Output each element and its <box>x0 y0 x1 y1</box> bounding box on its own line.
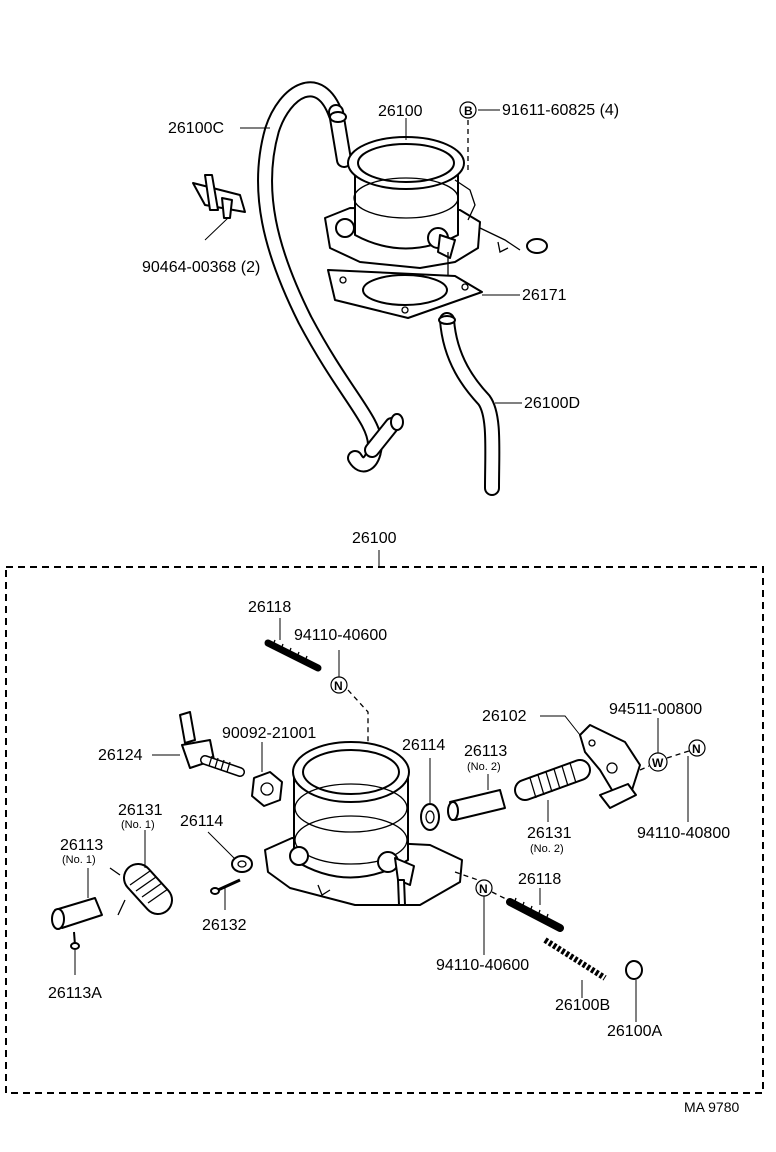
label-collar-no1-sub: (No. 1) <box>62 854 96 866</box>
screw-26132 <box>210 878 241 910</box>
label-pin: 26113A <box>48 985 102 1002</box>
label-washer-upper: 26114 <box>402 737 445 754</box>
label-hose-c: 26100C <box>168 120 224 137</box>
label-screw-top: 26118 <box>248 599 291 616</box>
label-washer-lower: 26114 <box>180 813 223 830</box>
collar-26113-no1 <box>51 868 103 930</box>
label-spring-no1-sub: (No. 1) <box>121 819 155 831</box>
hose-26100d <box>438 312 501 496</box>
spring-26131-no1 <box>109 830 173 916</box>
label-spring-no2: 26131 <box>527 825 572 842</box>
label-spring-no2-sub: (No. 2) <box>530 843 564 855</box>
label-chain: 26100B <box>555 997 610 1014</box>
label-nut-bottom: 94110-40600 <box>436 957 529 974</box>
label-assembly: 26100 <box>352 530 397 547</box>
washer-w-symbol: W <box>652 756 664 770</box>
label-throttle-body: 26100 <box>378 103 423 120</box>
sensor-26124 <box>152 711 245 777</box>
bolt-symbol: B <box>464 104 473 118</box>
label-nut-sensor: 90092-21001 <box>222 725 316 742</box>
lever-26102 <box>540 715 641 809</box>
label-nut-right: 94110-40800 <box>637 825 730 842</box>
label-collar-no2: 26113 <box>464 743 507 760</box>
collar-26113-no2 <box>447 774 506 821</box>
label-spring-no1: 26131 <box>118 802 163 819</box>
label-screw-bottom: 26118 <box>518 871 561 888</box>
bolt-symbol-circle <box>459 101 477 119</box>
label-clamp: 90464-00368 (2) <box>142 259 260 276</box>
nut-bottom-symbol: N <box>479 882 488 896</box>
label-hose-d: 26100D <box>524 395 580 412</box>
label-washer-w: 94511-00800 <box>609 701 702 718</box>
washer-26114-lower <box>207 831 253 873</box>
spring-26131-no2 <box>514 759 591 822</box>
throttle-body-upper <box>324 136 548 285</box>
label-collar-no1: 26113 <box>60 837 103 854</box>
label-gasket: 26171 <box>522 287 567 304</box>
label-bolt: 91611-60825 (4) <box>502 102 619 119</box>
pin-26113a <box>70 931 80 975</box>
clamp-upper <box>192 174 246 241</box>
nut-top-symbol: N <box>334 679 343 693</box>
label-nut-top: 94110-40600 <box>294 627 387 644</box>
label-lever: 26102 <box>482 708 527 725</box>
exploded-view-frame <box>5 566 764 1094</box>
chain-26100b <box>543 937 607 998</box>
label-cap: 26100A <box>607 1023 662 1040</box>
screw-26118-top <box>264 618 322 672</box>
throttle-body-lower <box>264 741 479 906</box>
nut-right-symbol: N <box>692 742 701 756</box>
hose-26100c <box>257 81 404 473</box>
label-collar-no2-sub: (No. 2) <box>467 761 501 773</box>
washer-26114-upper <box>420 758 440 831</box>
gasket-26171 <box>327 269 483 319</box>
nut-90092 <box>251 742 283 807</box>
cap-26100a <box>625 960 643 1022</box>
label-screw-small: 26132 <box>202 917 247 934</box>
screw-26118-bottom <box>506 888 564 932</box>
diagram-code: MA 9780 <box>684 1099 739 1115</box>
label-sensor: 26124 <box>98 747 143 764</box>
